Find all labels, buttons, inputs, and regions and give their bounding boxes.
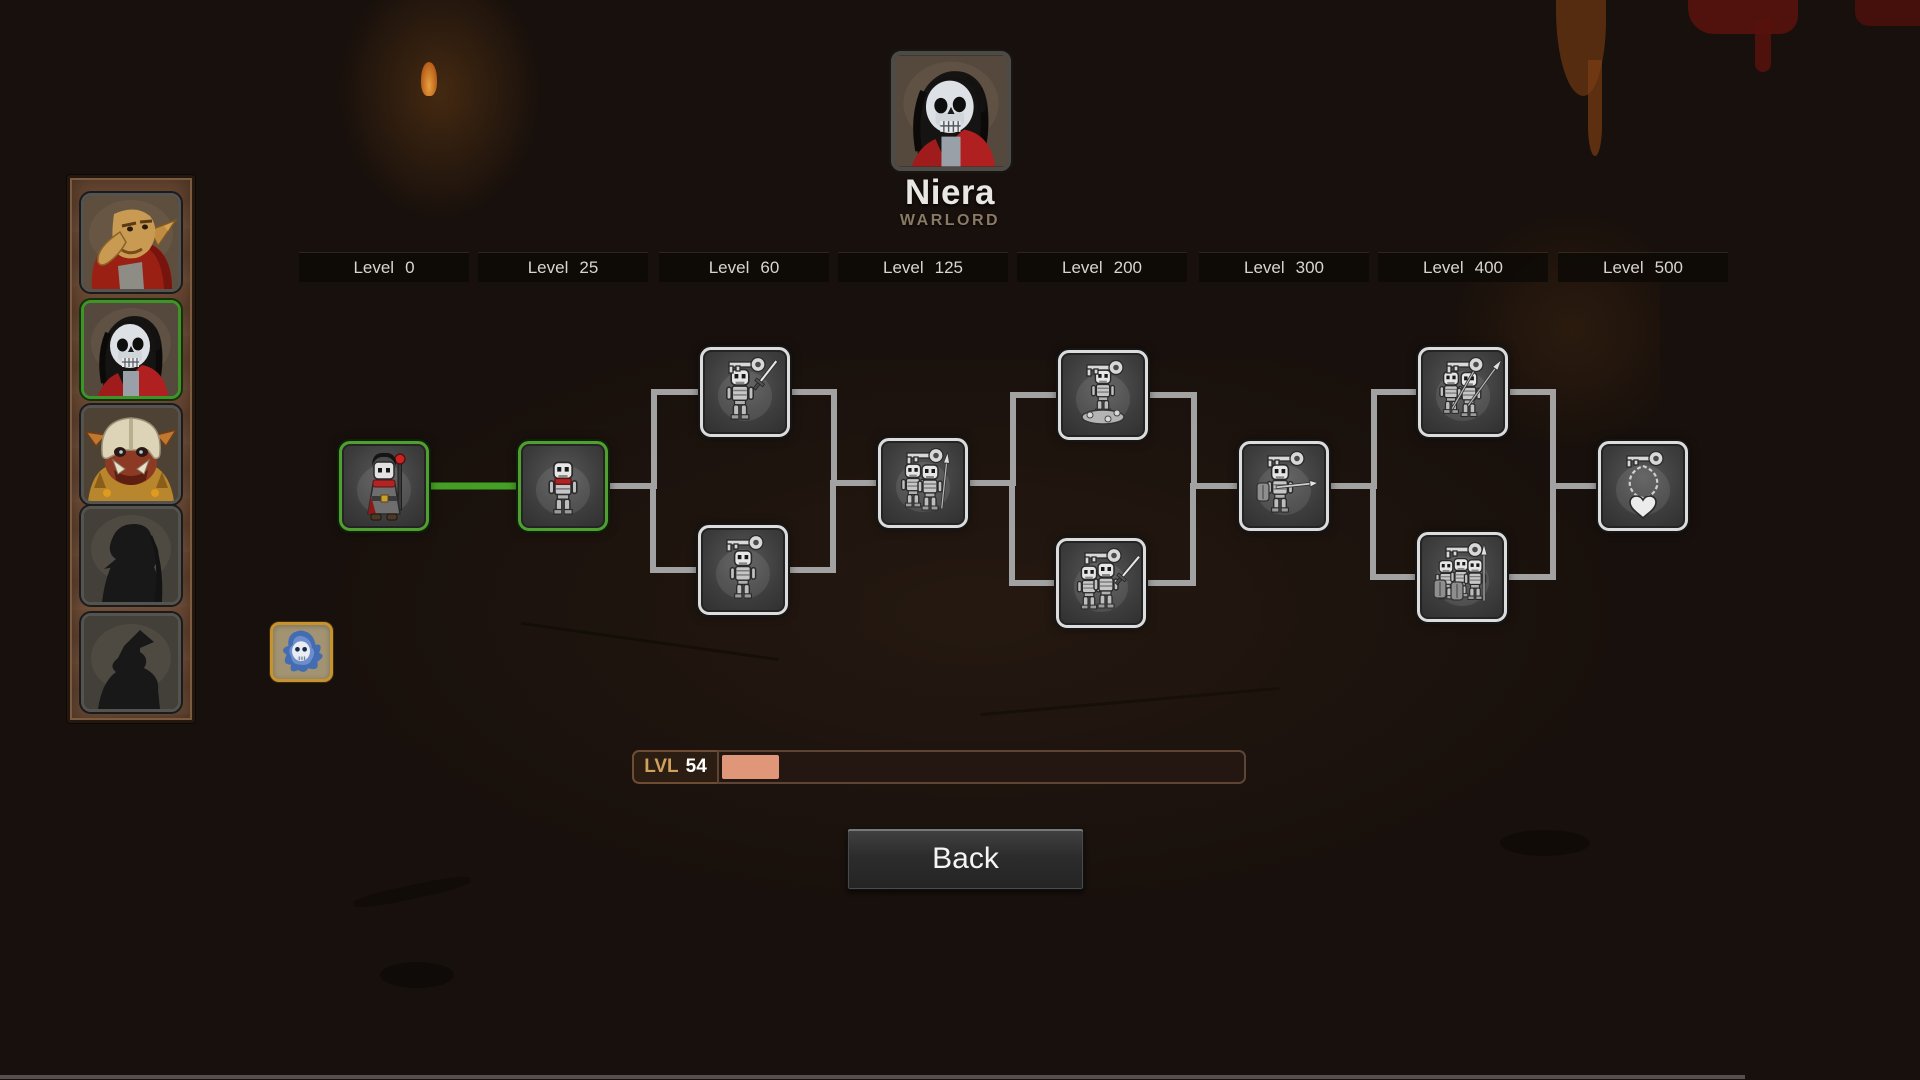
skeleton-duo-sword-icon	[1074, 547, 1142, 612]
torch-flame-icon	[421, 62, 437, 96]
key-icon	[1626, 450, 1664, 468]
silhouette-pointed-hat-icon	[84, 616, 178, 709]
character-class: WARLORD	[899, 212, 1001, 229]
roster-portrait-unknown-2[interactable]	[81, 613, 181, 712]
torch-glow	[330, 0, 550, 230]
skill-node-level-60-b[interactable]	[698, 525, 788, 615]
minion-slot[interactable]	[270, 622, 333, 682]
skill-node-level-400-a[interactable]	[1418, 347, 1508, 437]
blood-drip	[1855, 0, 1920, 26]
rock	[1500, 830, 1590, 856]
skeleton-bonepile-icon	[1076, 359, 1130, 425]
skill-node-level-500[interactable]	[1598, 441, 1688, 531]
bottom-edge-strip	[0, 1075, 1745, 1079]
key-icon	[1267, 450, 1305, 468]
skill-node-level-400-b[interactable]	[1417, 532, 1507, 622]
skill-node-level-0[interactable]	[339, 441, 429, 531]
silhouette-shaggy-icon	[84, 509, 178, 602]
skeleton-icon	[716, 534, 770, 599]
key-icon	[726, 534, 764, 552]
skill-node-level-200-a[interactable]	[1058, 350, 1148, 440]
selected-character-portrait	[891, 51, 1011, 171]
skill-node-level-300[interactable]	[1239, 441, 1329, 531]
skeleton-shield-lance-icon	[1256, 450, 1319, 515]
skeleton-duo-spears-icon	[1436, 356, 1503, 421]
necromancer-icon	[357, 452, 411, 521]
key-icon	[1086, 359, 1124, 377]
roster-portrait-goblin[interactable]	[81, 193, 181, 292]
roster-portrait-orc[interactable]	[81, 405, 181, 504]
level-progress-track	[717, 750, 1246, 784]
key-icon	[906, 447, 944, 465]
roster-portrait-unknown-1[interactable]	[81, 506, 181, 605]
heart-amulet-icon	[1616, 450, 1670, 520]
skeleton-woman-icon	[84, 303, 178, 396]
key-icon	[1446, 356, 1484, 374]
lvl-text: LVL	[644, 756, 679, 777]
blood-drip	[1688, 0, 1798, 34]
goo-drip	[1588, 60, 1602, 156]
orc-skull-helmet-icon	[84, 408, 178, 501]
back-button[interactable]: Back	[847, 828, 1084, 890]
skeleton-recruit-icon	[536, 461, 590, 515]
character-roster-sidebar	[67, 175, 195, 723]
skill-node-level-25[interactable]	[518, 441, 608, 531]
key-icon	[1445, 541, 1483, 559]
rock	[380, 962, 454, 988]
goblin-icon	[84, 196, 178, 289]
key-icon	[728, 356, 766, 374]
skeleton-woman-icon	[895, 55, 1007, 167]
level-label: LVL 54	[632, 750, 717, 784]
skill-node-level-200-b[interactable]	[1056, 538, 1146, 628]
character-name: Niera	[904, 173, 996, 212]
skeleton-sword-icon	[718, 356, 779, 421]
level-progress-fill	[722, 755, 780, 779]
blue-ghost-icon	[283, 630, 323, 672]
skill-node-level-60-a[interactable]	[700, 347, 790, 437]
skill-node-level-125[interactable]	[878, 438, 968, 528]
blood-drip	[1755, 20, 1771, 72]
skeleton-trio-shields-icon	[1433, 541, 1489, 606]
skeleton-duo-spear-icon	[896, 447, 950, 512]
lvl-value: 54	[685, 756, 707, 777]
key-icon	[1084, 547, 1122, 565]
roster-portrait-niera[interactable]	[81, 300, 181, 399]
